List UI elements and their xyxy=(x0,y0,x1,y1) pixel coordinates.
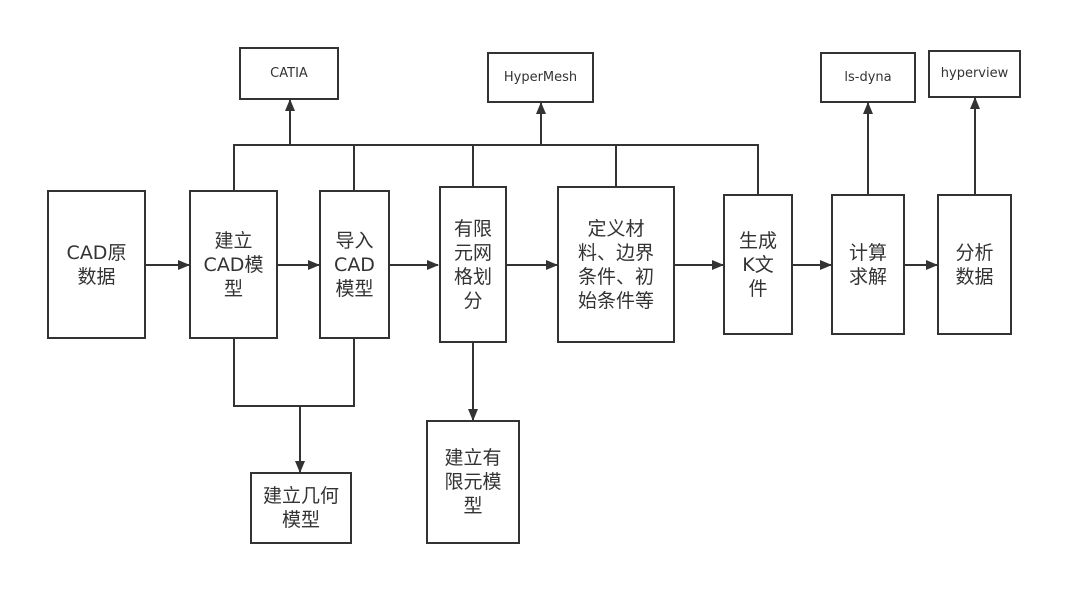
node-build-geometry-model: 建立几何 模型 xyxy=(250,472,352,544)
edge-hypermesh-bracket xyxy=(354,144,759,195)
tool-label: hyperview xyxy=(940,66,1009,81)
tool-ls-dyna: ls-dyna xyxy=(820,52,916,103)
node-build-fe-model: 建立有 限元模 型 xyxy=(426,420,520,544)
node-import-cad-model: 导入 CAD 模型 xyxy=(319,190,390,339)
node-cad-raw-data: CAD原 数据 xyxy=(47,190,146,339)
node-label: 建立有 限元模 型 xyxy=(444,447,502,517)
node-fe-meshing: 有限 元网 格划 分 xyxy=(439,186,507,343)
edge-catia-bracket xyxy=(233,144,355,191)
tool-hypermesh: HyperMesh xyxy=(487,52,594,103)
tool-label: HyperMesh xyxy=(503,69,578,85)
tool-catia: CATIA xyxy=(239,47,339,100)
node-build-cad-model: 建立 CAD模 型 xyxy=(189,190,278,339)
node-label: 导入 CAD 模型 xyxy=(334,229,375,300)
node-label: 建立几何 模型 xyxy=(262,485,339,531)
node-label: 分析 数据 xyxy=(955,241,994,288)
node-label: 定义材 料、边界 条件、初 始条件等 xyxy=(577,217,654,312)
node-label: 建立 CAD模 型 xyxy=(203,229,264,300)
tool-hyperview: hyperview xyxy=(928,50,1021,98)
tool-label: ls-dyna xyxy=(844,69,892,85)
node-label: CAD原 数据 xyxy=(66,241,127,288)
tool-label: CATIA xyxy=(270,65,308,81)
node-label: 计算 求解 xyxy=(848,241,887,288)
edge-geometry-bracket xyxy=(233,339,355,407)
node-generate-k-file: 生成 K文 件 xyxy=(723,194,793,335)
node-compute-solve: 计算 求解 xyxy=(831,194,905,335)
node-define-materials: 定义材 料、边界 条件、初 始条件等 xyxy=(557,186,675,343)
node-analyze-data: 分析 数据 xyxy=(937,194,1012,335)
node-label: 有限 元网 格划 分 xyxy=(453,217,492,312)
node-label: 生成 K文 件 xyxy=(738,229,777,300)
